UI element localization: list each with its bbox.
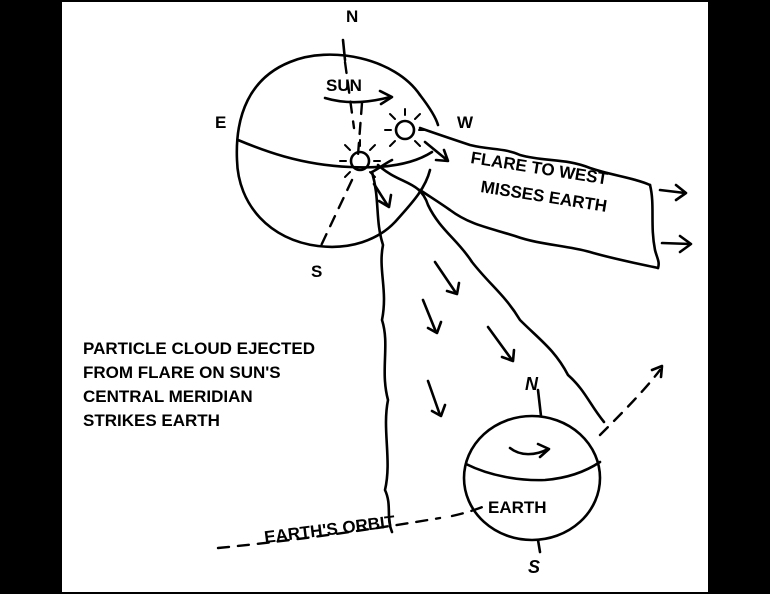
sun-east-label: E: [215, 113, 226, 132]
cloud-caption-line2: FROM FLARE ON SUN'S: [83, 363, 281, 382]
sun-south-label: S: [311, 262, 322, 281]
cloud-caption-line4: STRIKES EARTH: [83, 411, 220, 430]
earth-south-label: S: [528, 557, 540, 577]
earth-label: EARTH: [488, 498, 547, 517]
sun-north-label: N: [346, 7, 358, 26]
cloud-caption-line3: CENTRAL MERIDIAN: [83, 387, 253, 406]
earth-north-label: N: [525, 374, 539, 394]
west-flare-arrow-lower: [662, 243, 690, 244]
sun-label: SUN: [326, 76, 362, 95]
sun-west-label: W: [457, 113, 474, 132]
cloud-caption-line1: PARTICLE CLOUD EJECTED: [83, 339, 315, 358]
